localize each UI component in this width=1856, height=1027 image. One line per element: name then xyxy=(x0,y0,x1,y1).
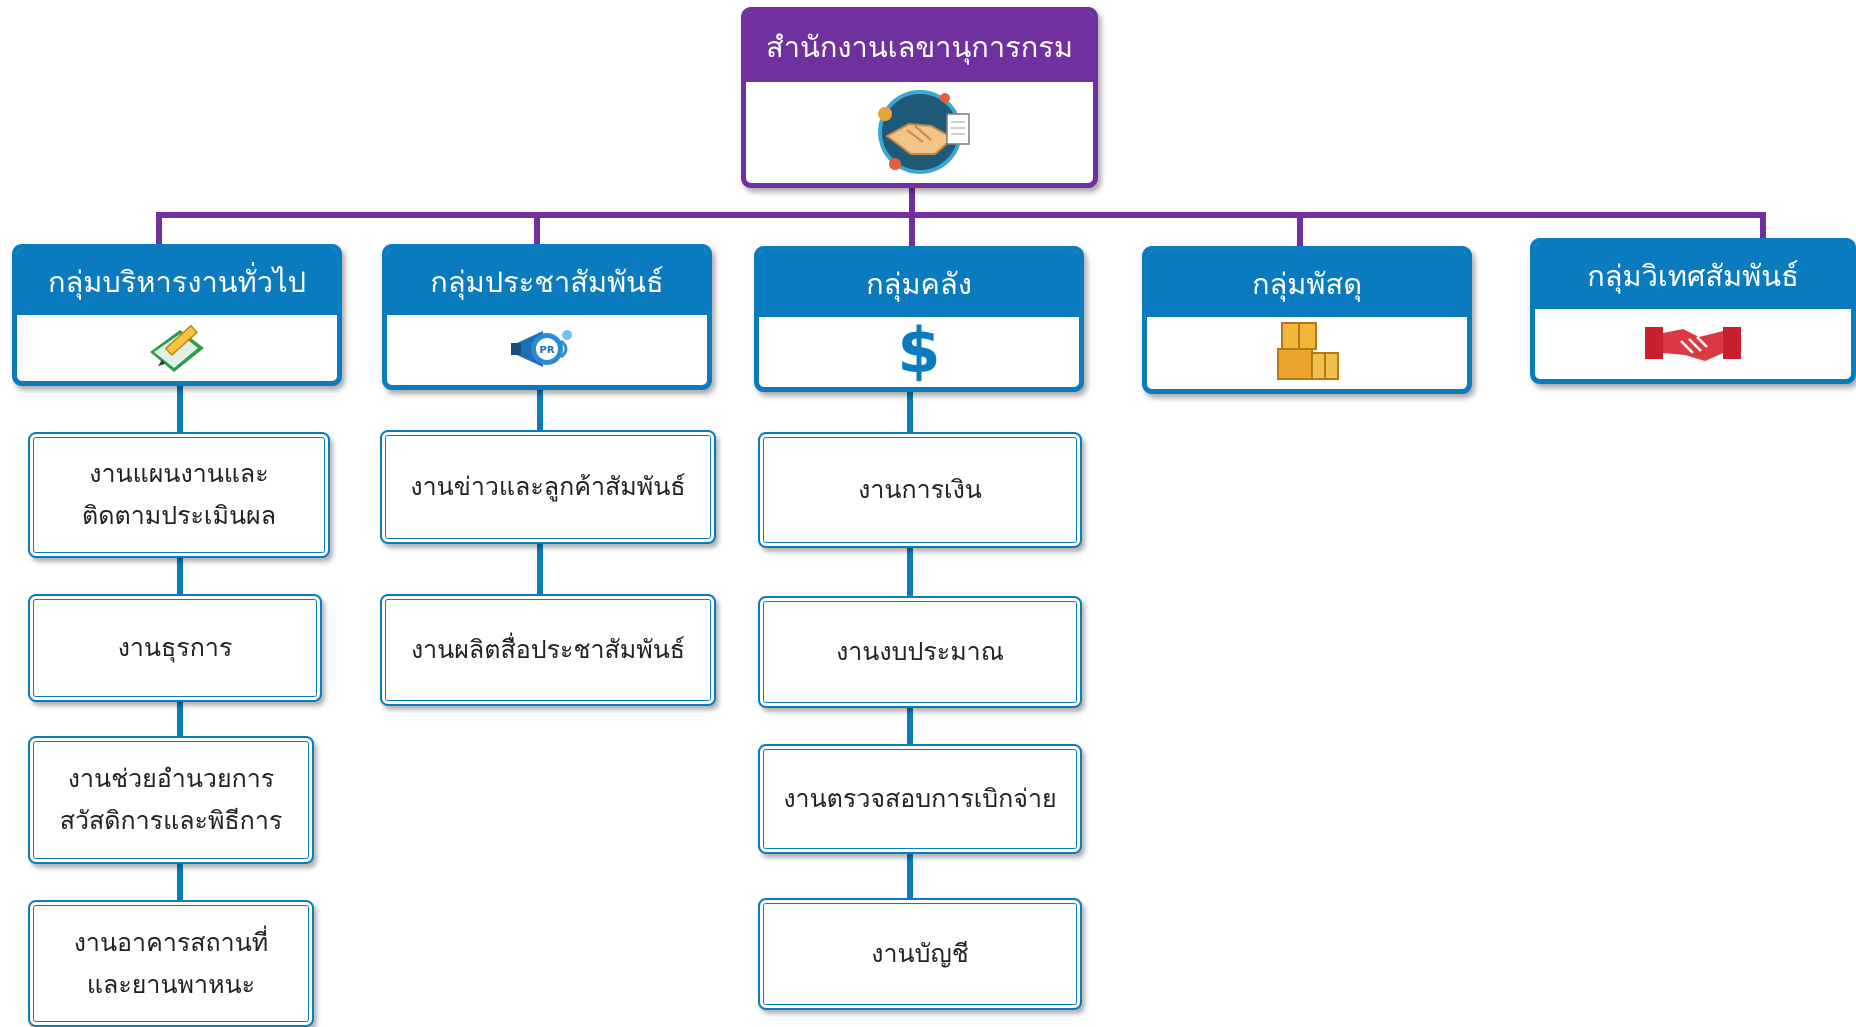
pencil-book-icon xyxy=(17,315,337,381)
group-public-relations: กลุ่มประชาสัมพันธ์ PR xyxy=(382,244,712,390)
task-label: งานแผนงานและ ติดตามประเมินผล xyxy=(81,459,277,530)
task-admin: งานธุรการ xyxy=(28,594,322,702)
group-title: กลุ่มคลัง xyxy=(759,251,1079,317)
group-procurement: กลุ่มพัสดุ xyxy=(1142,246,1472,394)
task-news-relations: งานข่าวและลูกค้าสัมพันธ์ xyxy=(380,430,716,544)
task-finance: งานการเงิน xyxy=(758,432,1082,548)
dollar-icon: $ xyxy=(759,317,1079,385)
task-label: งานช่วยอำนวยการ สวัสดิการและพิธีการ xyxy=(59,764,283,835)
task-budget: งานงบประมาณ xyxy=(758,596,1082,708)
svg-text:PR: PR xyxy=(539,345,554,356)
task-label: งานผลิตสื่อประชาสัมพันธ์ xyxy=(410,635,686,664)
task-planning: งานแผนงานและ ติดตามประเมินผล xyxy=(28,432,330,558)
pr-megaphone-icon: PR xyxy=(387,315,707,383)
task-label: งานงบประมาณ xyxy=(836,637,1004,666)
group-finance: กลุ่มคลัง $ xyxy=(754,246,1084,392)
root-title: สำนักงานเลขานุการกรม xyxy=(746,12,1093,82)
task-label: งานธุรการ xyxy=(117,633,233,662)
task-label: งานบัญชี xyxy=(871,939,969,968)
task-welfare-ceremony: งานช่วยอำนวยการ สวัสดิการและพิธีการ xyxy=(28,736,314,864)
task-disbursement-audit: งานตรวจสอบการเบิกจ่าย xyxy=(758,744,1082,854)
group-title: กลุ่มวิเทศสัมพันธ์ xyxy=(1535,243,1851,309)
handshake-icon xyxy=(1535,309,1851,377)
task-building-vehicle: งานอาคารสถานที่ และยานพาหนะ xyxy=(28,900,314,1027)
group-title: กลุ่มบริหารงานทั่วไป xyxy=(17,249,337,315)
task-label: งานการเงิน xyxy=(858,475,982,504)
group-title: กลุ่มพัสดุ xyxy=(1147,251,1467,317)
root-node: สำนักงานเลขานุการกรม xyxy=(741,7,1098,188)
task-media-production: งานผลิตสื่อประชาสัมพันธ์ xyxy=(380,594,716,706)
task-accounting: งานบัญชี xyxy=(758,898,1082,1010)
group-general-admin: กลุ่มบริหารงานทั่วไป xyxy=(12,244,342,386)
group-title: กลุ่มประชาสัมพันธ์ xyxy=(387,249,707,315)
task-label: งานข่าวและลูกค้าสัมพันธ์ xyxy=(410,472,686,501)
dollar-symbol: $ xyxy=(897,314,941,387)
group-foreign-affairs: กลุ่มวิเทศสัมพันธ์ xyxy=(1530,238,1856,384)
handshake-people-icon xyxy=(746,82,1093,182)
task-label: งานตรวจสอบการเบิกจ่าย xyxy=(783,784,1057,813)
task-label: งานอาคารสถานที่ และยานพาหนะ xyxy=(73,927,269,999)
boxes-icon xyxy=(1147,317,1467,385)
